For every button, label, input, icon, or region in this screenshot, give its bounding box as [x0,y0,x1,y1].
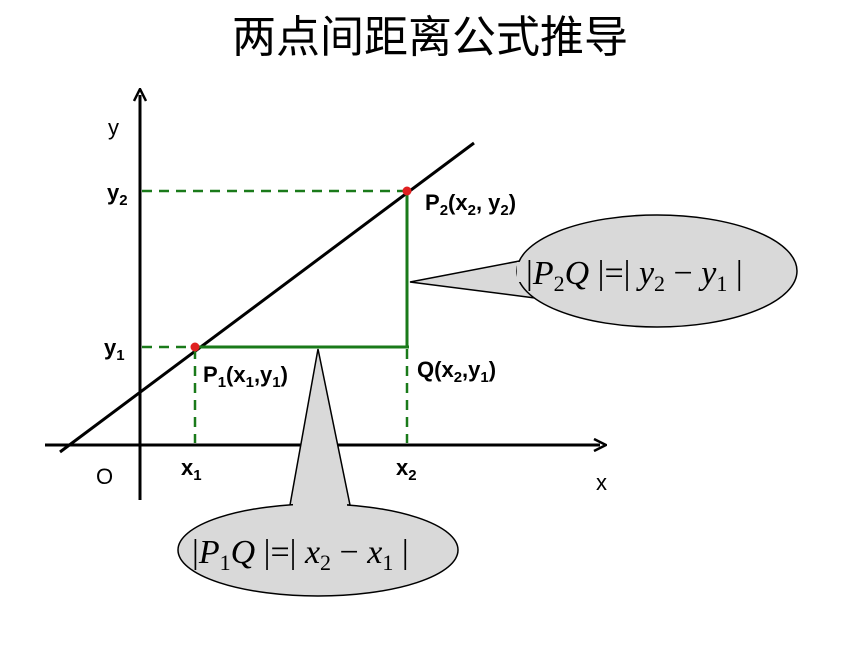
origin-label: O [96,464,113,489]
tick-y2: y2 [107,180,128,209]
tick-x2: x2 [396,455,417,484]
point-p2 [402,186,412,196]
callout-horizontal: |P1Q |=| x2 − x1 | [177,348,459,597]
y-axis-label: y [108,115,119,140]
callout-vertical-formula: |P2Q |=| y2 − y1 | [526,255,743,296]
tick-x1: x1 [181,455,202,484]
label-p1: P1(x1,y1) [203,362,288,391]
callout-vertical-pointer [409,257,536,299]
callout-horizontal-formula: |P1Q |=| x2 − x1 | [192,534,409,575]
label-q: Q(x2,y1) [417,357,496,386]
label-p2: P2(x2, y2) [425,190,516,219]
page-title: 两点间距离公式推导 [232,12,628,63]
x-axis-label: x [596,470,607,495]
sloped-line [59,141,475,454]
callout-vertical: |P2Q |=| y2 − y1 | [409,214,798,328]
point-p1 [190,342,200,352]
tick-y1: y1 [104,335,125,364]
callout-horizontal-pointer [289,348,351,506]
